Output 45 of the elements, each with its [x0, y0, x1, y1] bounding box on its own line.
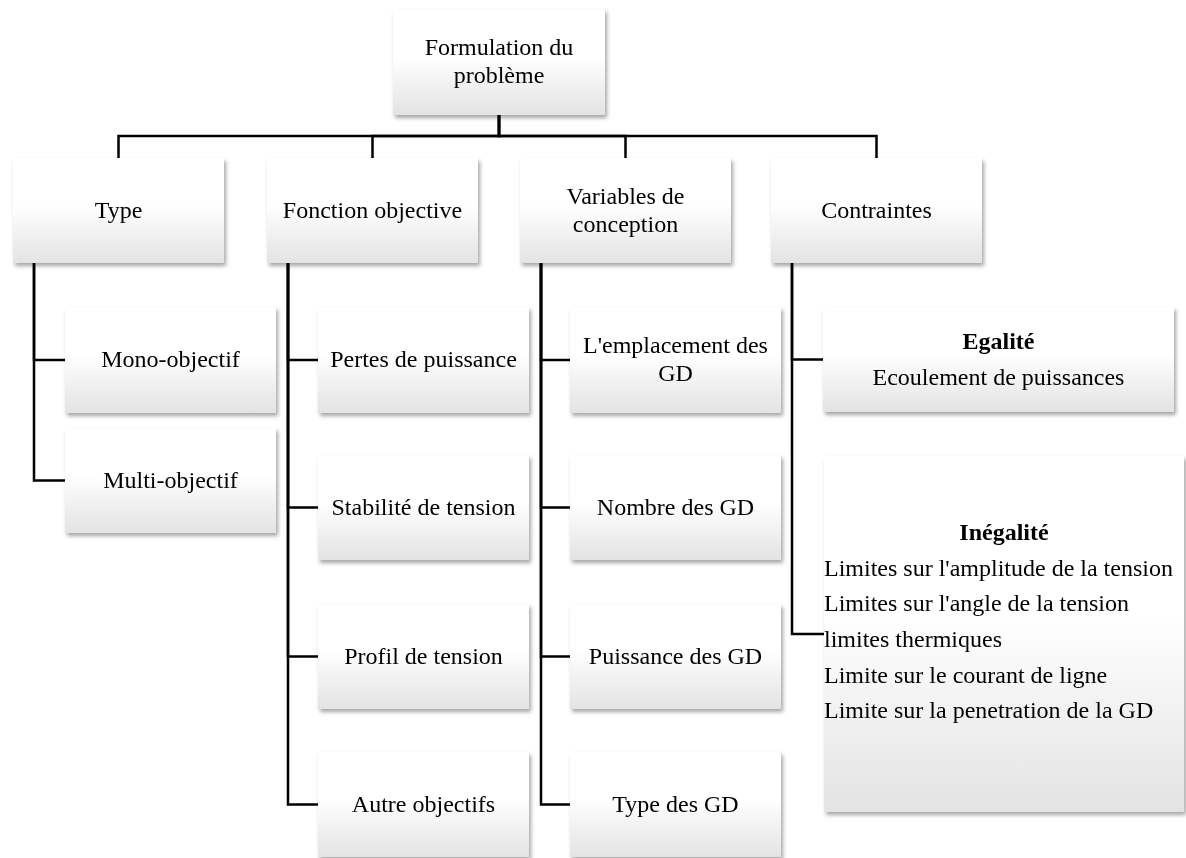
box-text: limites thermiques: [824, 626, 1003, 654]
connector-line: [790, 263, 824, 636]
box-text: Puissance des GD: [588, 642, 763, 671]
node-box: [318, 455, 529, 560]
box-text: Profil de tension: [344, 642, 503, 671]
node-box: [393, 9, 605, 115]
box-text: Limites sur l'amplitude de la tension: [824, 554, 1174, 583]
box-text: Type: [94, 196, 143, 225]
connector-line: [286, 263, 318, 806]
box-text: Limite sur la penetration de la GD: [824, 697, 1155, 725]
connector-line: [32, 263, 65, 482]
node-box: [570, 752, 781, 857]
node-box: [570, 307, 781, 413]
node-box: [570, 604, 781, 709]
box-text: Pertes de puissance: [330, 346, 517, 374]
box-text: Multi-objectif: [103, 466, 238, 495]
node-box: [267, 158, 478, 263]
node-box: [65, 428, 276, 533]
node-box: [570, 455, 781, 560]
box-text: Fonction objective: [282, 196, 463, 225]
node-box: [318, 752, 529, 857]
box-text: Limites sur l'angle de la tension: [824, 590, 1130, 618]
box-text: Stabilité de tension: [331, 493, 516, 522]
connector-line: [539, 263, 570, 806]
box-text: Contraintes: [821, 196, 932, 225]
box-text: Variables de conception: [565, 182, 686, 239]
box-text: Autre objectifs: [351, 790, 496, 819]
node-box: [318, 307, 529, 413]
box-heading: Inégalité: [959, 519, 1049, 547]
box-text: Ecoulement de puissances: [872, 363, 1125, 392]
node-box: [65, 307, 276, 413]
box-text: Nombre des GD: [596, 493, 755, 522]
node-box: [318, 604, 529, 709]
box-text: Type des GD: [612, 790, 739, 819]
box-text: Limite sur le courant de ligne: [824, 661, 1109, 690]
node-box: [771, 158, 982, 263]
connector-line: [497, 115, 878, 158]
box-text: Formulation du problème: [423, 34, 575, 90]
node-box: [520, 158, 731, 263]
box-text: L'emplacement des GD: [582, 332, 769, 388]
box-heading: Egalité: [962, 327, 1035, 356]
box-text: Mono-objectif: [101, 346, 240, 374]
node-box: [13, 158, 224, 263]
node-box: [823, 307, 1174, 412]
node-box: [824, 456, 1184, 812]
